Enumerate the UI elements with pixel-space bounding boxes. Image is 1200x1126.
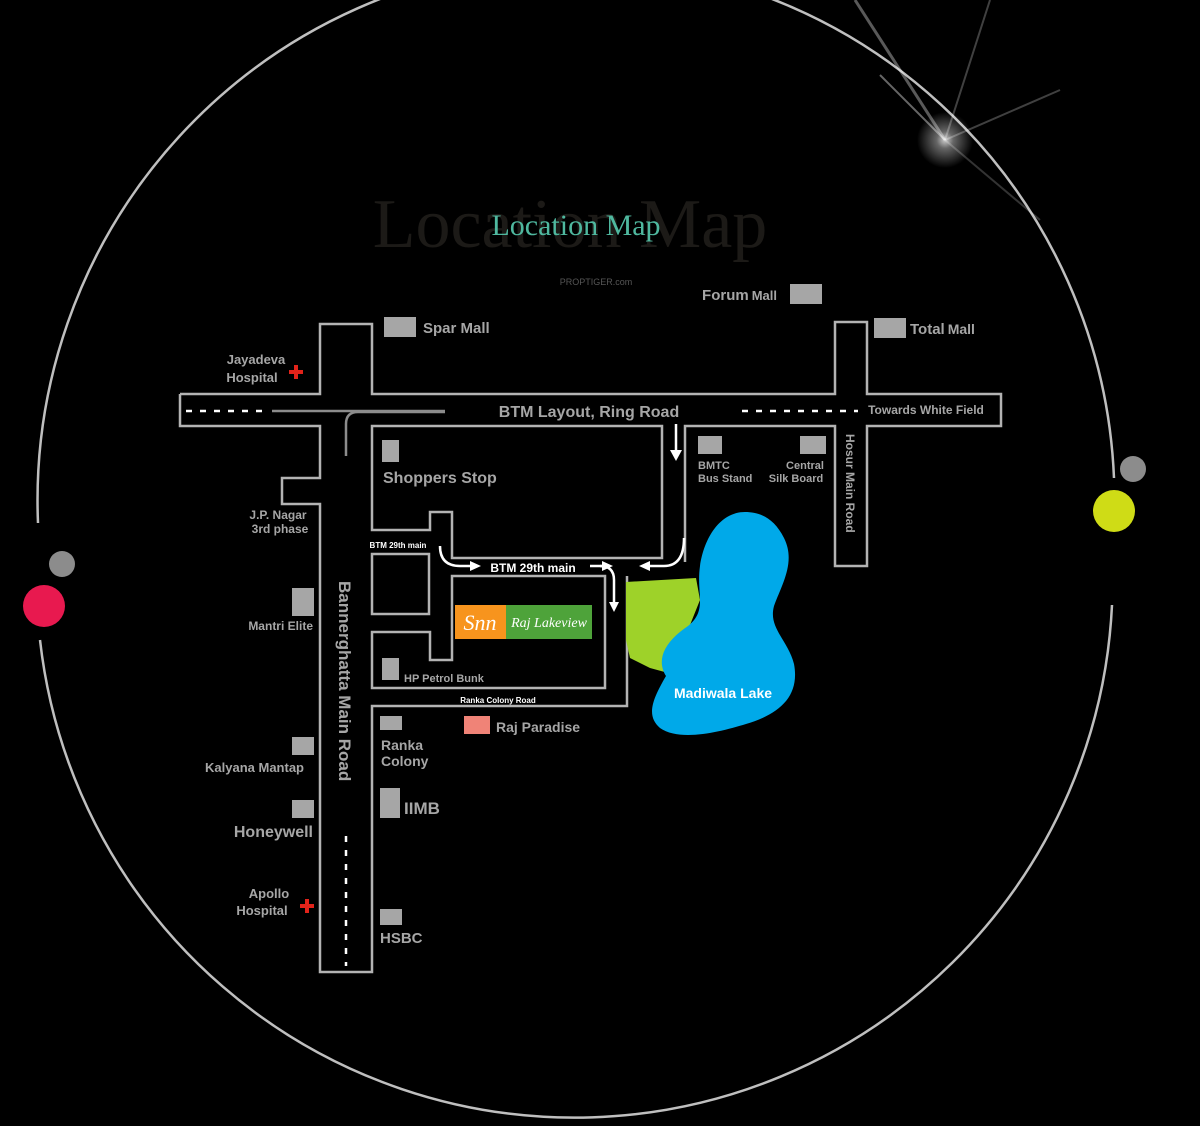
hsbc-marker — [380, 909, 402, 925]
total-mall-marker — [874, 318, 906, 338]
ranka-label-2: Colony — [381, 753, 429, 769]
spar-mall-label: Spar Mall — [423, 320, 490, 337]
iimb-label: IIMB — [404, 799, 440, 818]
jayadeva-label-1: Jayadeva — [227, 352, 286, 367]
project-logo: Snn — [464, 610, 497, 635]
orbit-circle — [36, 0, 1116, 524]
ranka-colony-road-label: Ranka Colony Road — [460, 696, 536, 705]
ranka-label-1: Ranka — [381, 737, 423, 753]
page-title: Location Map — [491, 209, 660, 242]
silk-board-label-1: Central — [786, 460, 824, 472]
star-flare-icon — [853, 0, 1061, 221]
kalyana-label: Kalyana Mantap — [205, 760, 304, 775]
raj-paradise-label: Raj Paradise — [496, 719, 580, 735]
btm-29th-main-small-label: BTM 29th main — [370, 541, 427, 550]
landmark-markers — [292, 284, 906, 925]
apollo-label-2: Hospital — [236, 903, 287, 918]
lake-label: Madiwala Lake — [674, 685, 772, 701]
silk-board-marker — [800, 436, 826, 454]
honeywell-marker — [292, 800, 314, 818]
grey-dot-right — [1120, 456, 1146, 482]
road-network — [178, 320, 1003, 974]
apollo-label-1: Apollo — [249, 886, 289, 901]
iimb-marker — [380, 788, 400, 818]
bmtc-label-1: BMTC — [698, 460, 730, 472]
hp-label: HP Petrol Bunk — [404, 673, 485, 685]
jayadeva-label-2: Hospital — [226, 370, 277, 385]
btm-29th-main-label: BTM 29th main — [490, 561, 575, 575]
red-dot — [23, 585, 65, 627]
jp-nagar-label-1: J.P. Nagar — [249, 508, 306, 522]
watermark-title: Location Map — [373, 186, 768, 263]
yellow-dot — [1093, 490, 1135, 532]
project-name: Raj Lakeview — [510, 616, 587, 631]
mantri-marker — [292, 588, 314, 616]
bannerghatta-road-label: Bannerghatta Main Road — [335, 581, 354, 781]
silk-board-label-2: Silk Board — [769, 473, 823, 485]
shoppers-stop-marker — [382, 440, 399, 462]
grey-dot-left — [49, 551, 75, 577]
ranka-marker — [380, 716, 402, 730]
hospital-cross-icon-apollo — [300, 899, 314, 913]
hosur-road-label: Hosur Main Road — [843, 434, 857, 533]
jp-nagar-label-2: 3rd phase — [252, 522, 309, 536]
bmtc-label-2: Bus Stand — [698, 473, 752, 485]
raj-paradise-marker — [464, 716, 490, 734]
mantri-label: Mantri Elite — [248, 619, 313, 633]
park-area — [626, 578, 700, 674]
madiwala-lake — [652, 512, 796, 736]
brand-label: PROPTIGER.com — [560, 277, 633, 287]
traffic-arrows — [438, 424, 686, 612]
hp-marker — [382, 658, 399, 680]
honeywell-label: Honeywell — [234, 824, 313, 841]
hsbc-label: HSBC — [380, 930, 423, 947]
bmtc-marker — [698, 436, 722, 454]
project-badge[interactable]: Snn Raj Lakeview — [455, 605, 592, 639]
spar-mall-marker — [384, 317, 416, 337]
hospital-cross-icon — [289, 365, 303, 379]
orbit-circle-lower — [38, 604, 1114, 1119]
shoppers-stop-label: Shoppers Stop — [383, 470, 497, 487]
ring-road-label: BTM Layout, Ring Road — [499, 404, 679, 421]
forum-mall-marker — [790, 284, 822, 304]
kalyana-marker — [292, 737, 314, 755]
towards-white-field-label: Towards White Field — [868, 403, 984, 417]
